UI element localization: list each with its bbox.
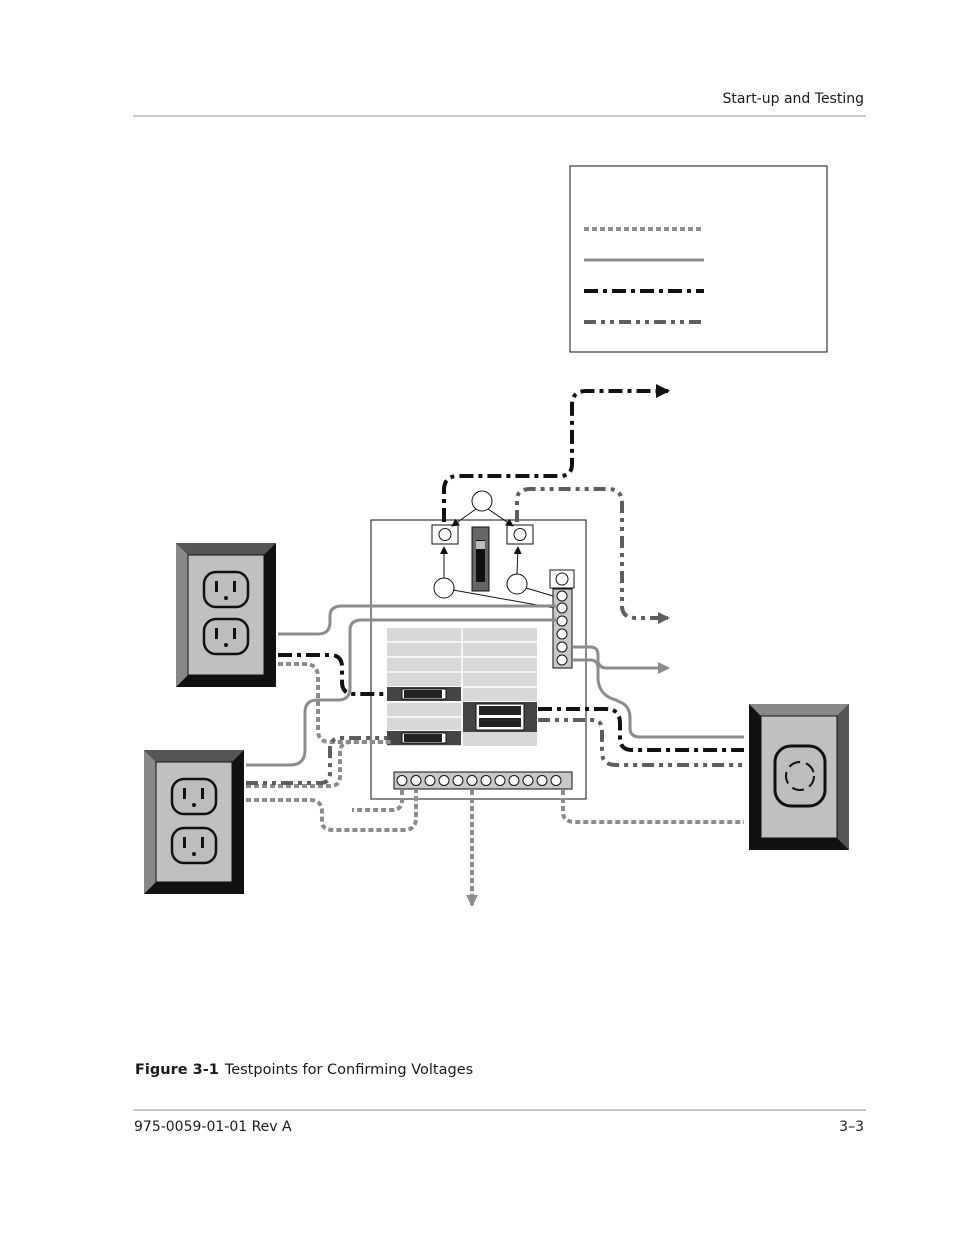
ground-bar: [393, 771, 573, 790]
wires-dashdot-gray: [246, 487, 744, 785]
wires-dotted-gray: [246, 662, 744, 907]
figure-title: Testpoints for Confirming Voltages: [224, 1062, 474, 1078]
footer-doc-number: 975-0059-01-01 Rev A: [134, 1119, 292, 1135]
footer-page-number: 3–3: [839, 1119, 864, 1135]
breaker-right-double: [463, 702, 537, 732]
outlet-duplex-lower: [144, 750, 244, 894]
connector-right: [506, 524, 534, 545]
distribution-panel: [370, 490, 587, 800]
wires-dashdot-black: [278, 384, 744, 752]
figure-caption: Figure 3-1 Testpoints for Confirming Volt…: [135, 1062, 473, 1078]
wires-solid-gray: [246, 604, 744, 767]
outlet-twistlock: [749, 704, 849, 850]
figure-label: Figure 3-1: [135, 1062, 219, 1078]
footer-rule: [133, 1109, 866, 1111]
connector-neutral: [549, 569, 575, 589]
breaker-left-top: [387, 687, 461, 701]
testpoint-circle-top: [471, 490, 493, 512]
connector-left: [431, 524, 459, 545]
testpoint-circle-left: [433, 577, 455, 599]
outlet-duplex-upper: [176, 543, 276, 687]
legend-box: [569, 165, 828, 353]
neutral-bar: [552, 588, 573, 669]
main-disconnect: [471, 526, 490, 592]
header-section-title: Start-up and Testing: [722, 91, 864, 107]
testpoint-circle-right: [506, 573, 528, 595]
header-rule: [133, 115, 866, 117]
breaker-left-bottom: [387, 731, 461, 745]
